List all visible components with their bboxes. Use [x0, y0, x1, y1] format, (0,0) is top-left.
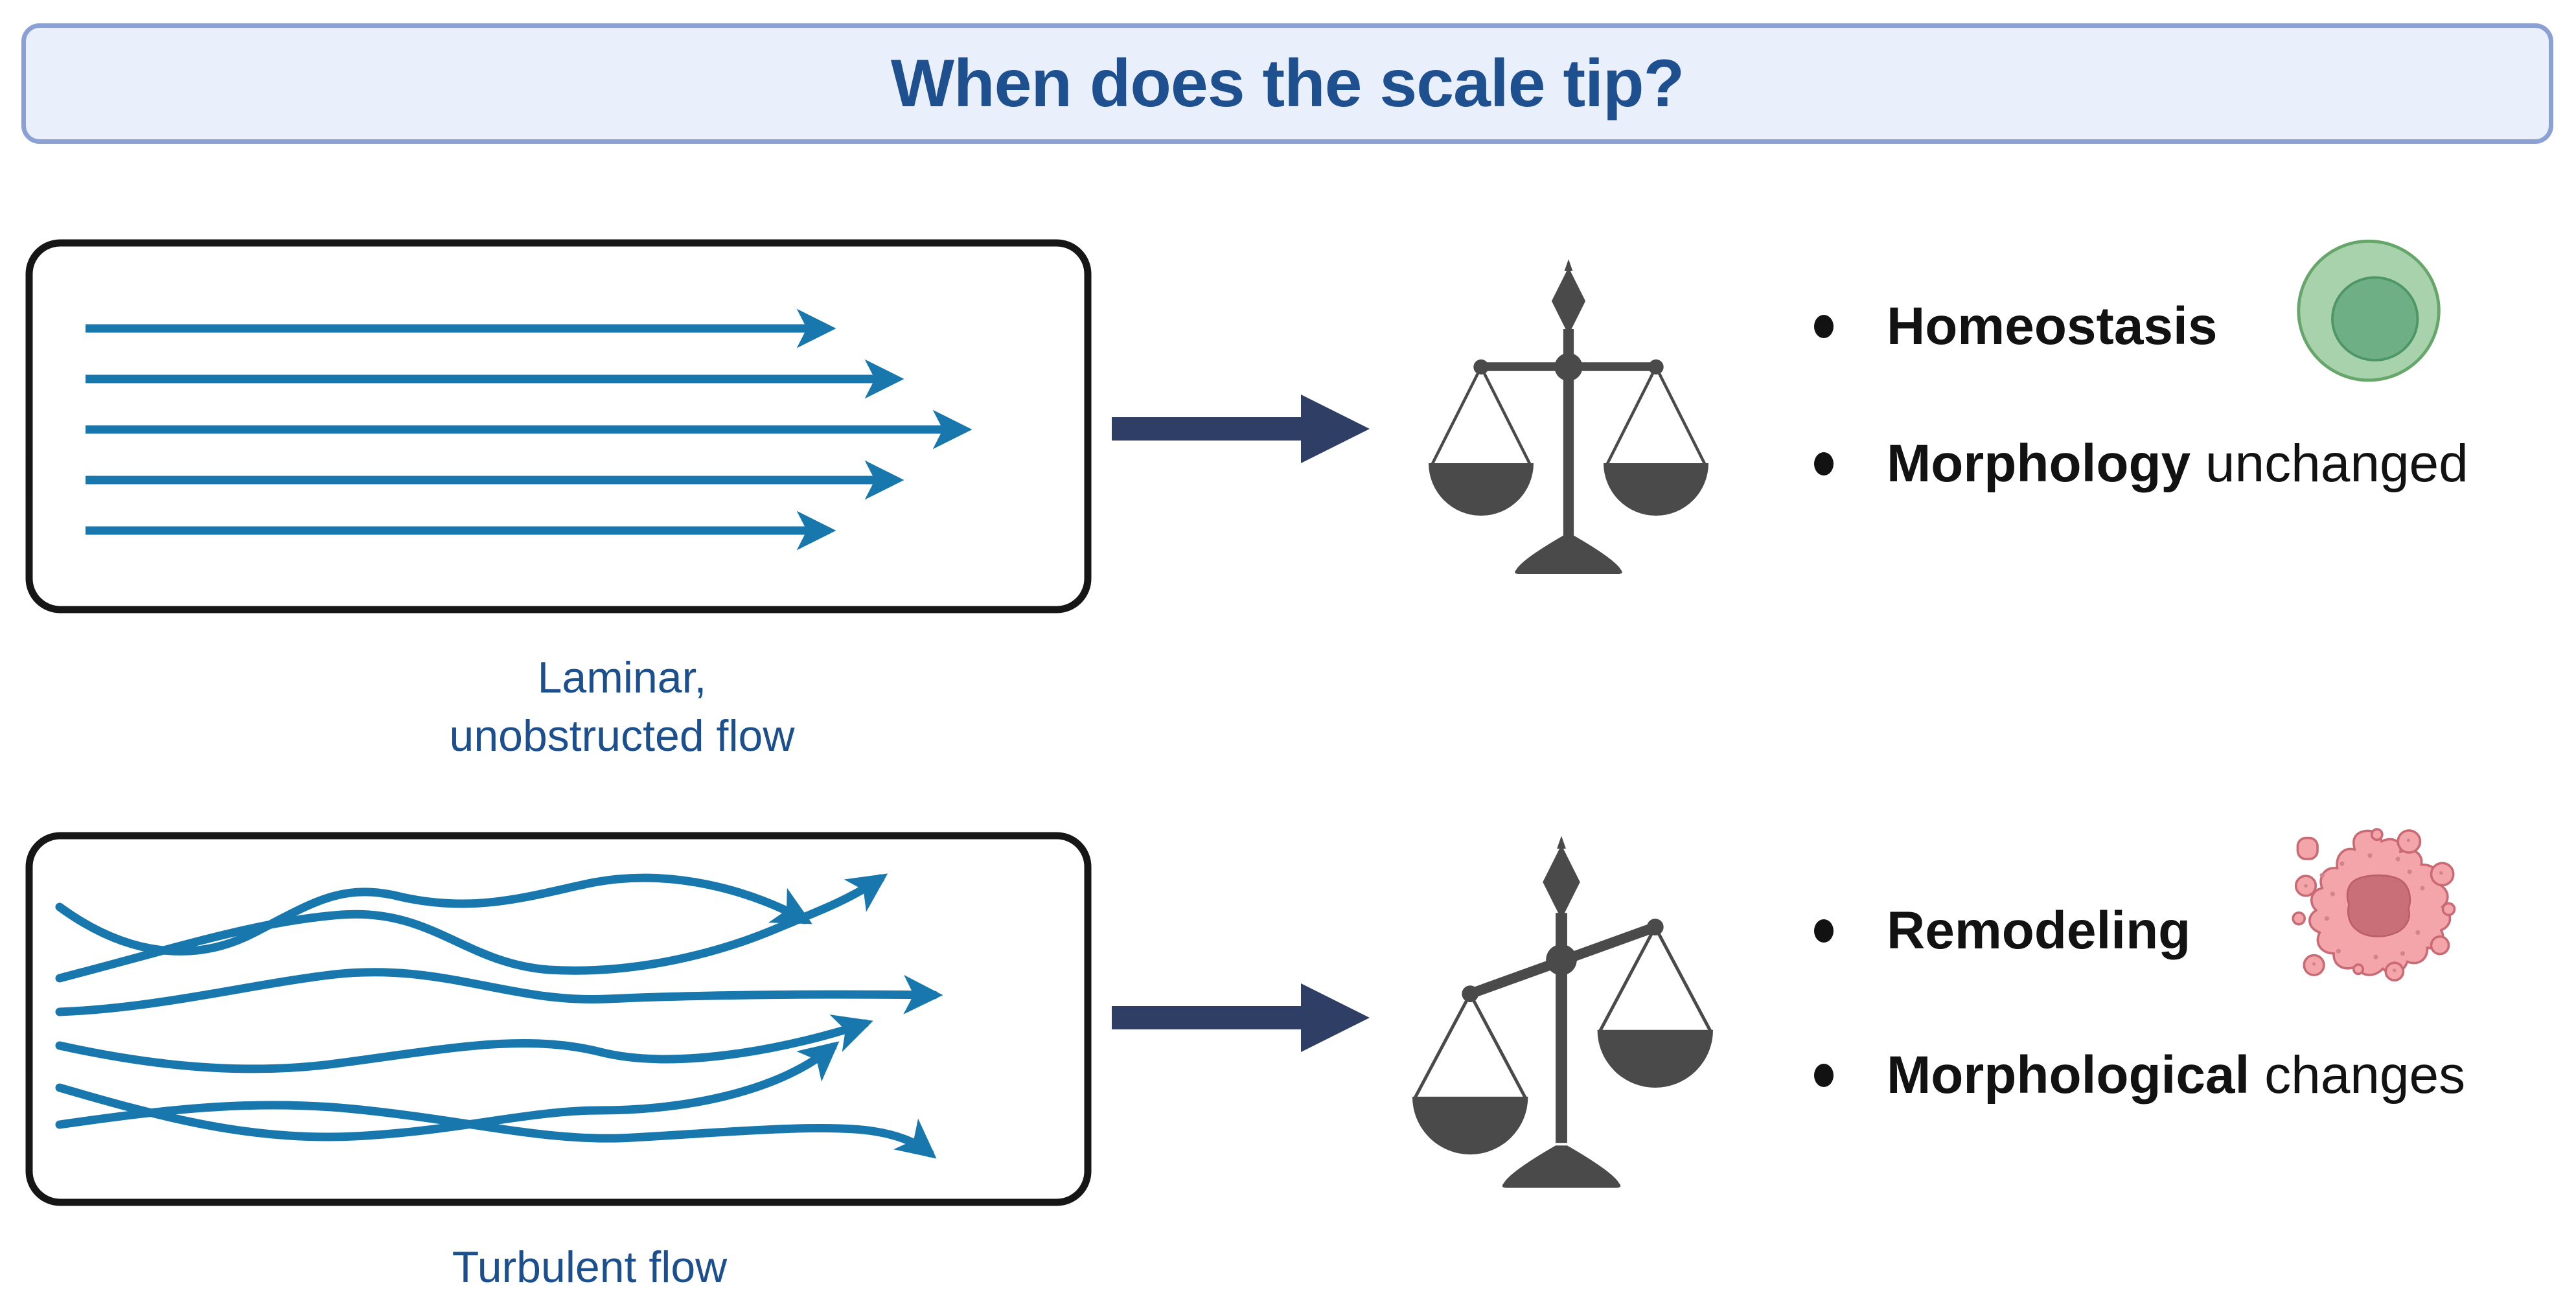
bullet-text: Remodeling: [1887, 900, 2191, 961]
bullet-regular-text: changes: [2249, 1046, 2466, 1105]
bullet-dot: [1814, 315, 1834, 338]
bullet-text: Morphology unchanged: [1887, 433, 2468, 494]
laminar-flow-box: [25, 239, 1092, 613]
laminar-caption-line1: Laminar,: [537, 653, 707, 702]
bullet-dot: [1814, 452, 1834, 475]
bullet-morphological-changes: Morphological changes: [1814, 1042, 2576, 1109]
turbulent-streamline: [55, 873, 888, 983]
bullet-bold-text: Morphological: [1887, 1046, 2250, 1105]
healthy-cell-icon: [2297, 239, 2441, 382]
turbulent-box-border: [25, 832, 1092, 1206]
bullet-bold-text: Morphology: [1887, 434, 2191, 493]
turbulent-streamlines: [55, 873, 943, 1159]
bullet-regular-text: unchanged: [2191, 434, 2468, 493]
turbulent-streamline: [55, 873, 812, 956]
laminar-caption: Laminar, unobstructed flow: [266, 649, 978, 766]
turbulent-streamline: [55, 1014, 873, 1073]
balance-scale-tipped-icon: [1412, 836, 1714, 1188]
right-block-arrow-top: [1112, 395, 1370, 463]
turbulent-flow-box: [25, 832, 1092, 1206]
bullet-bold-text: Remodeling: [1887, 901, 2191, 960]
bullet-dot: [1814, 919, 1834, 943]
bullet-text: Homeostasis: [1887, 296, 2217, 357]
remodeled-cell-icon: [2292, 828, 2456, 981]
title-banner: When does the scale tip?: [21, 23, 2553, 144]
turbulent-caption-line1: Turbulent flow: [452, 1243, 728, 1292]
bullet-morphology-unchanged: Morphology unchanged: [1814, 430, 2576, 498]
turbulent-caption: Turbulent flow: [233, 1239, 946, 1297]
figure-title: When does the scale tip?: [890, 45, 1685, 121]
laminar-caption-line2: unobstructed flow: [449, 711, 795, 761]
bullet-remodeling: Remodeling: [1814, 897, 2576, 965]
turbulent-streamline: [55, 1101, 937, 1159]
balance-scale-balanced-icon: [1429, 259, 1708, 574]
bullet-homeostasis: Homeostasis: [1814, 293, 2576, 360]
bullet-bold-text: Homeostasis: [1887, 297, 2218, 356]
cell-speckles: [2304, 838, 2443, 972]
bullet-dot: [1814, 1064, 1834, 1087]
bullet-text: Morphological changes: [1887, 1045, 2465, 1106]
right-block-arrow-bottom: [1112, 983, 1370, 1052]
turbulent-streamline: [55, 968, 943, 1016]
laminar-flow-arrows: [86, 308, 972, 551]
